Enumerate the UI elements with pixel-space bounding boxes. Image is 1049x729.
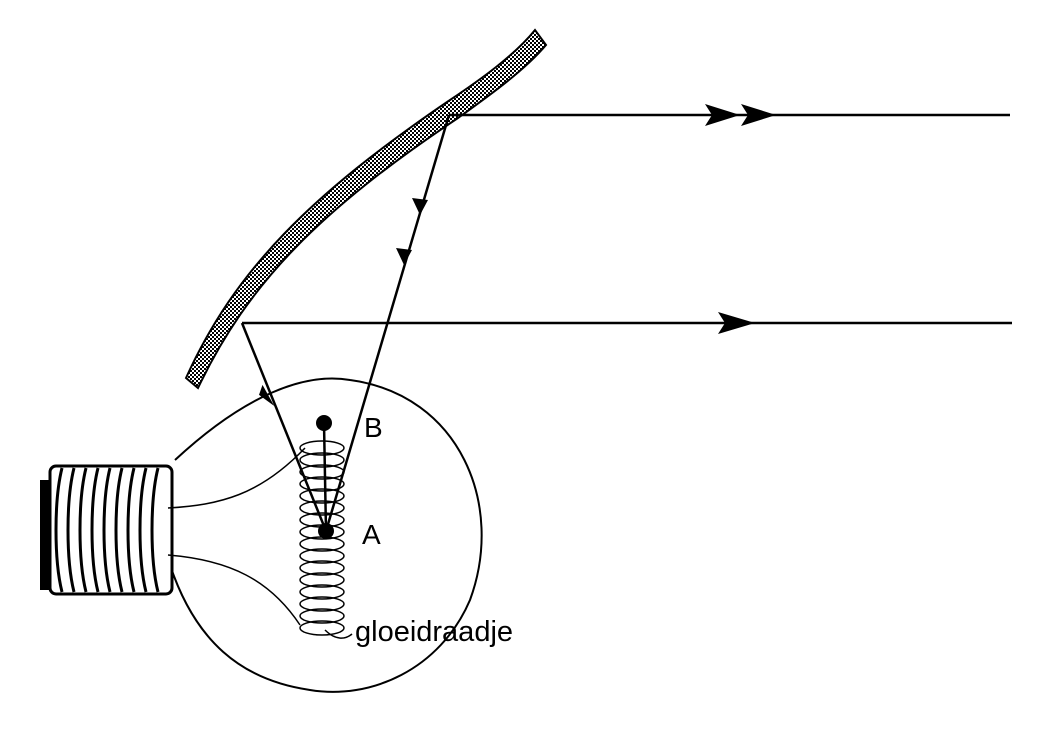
- arrowhead-left-ray: [259, 384, 275, 407]
- arrowhead-lower-beam: [718, 312, 755, 334]
- lower-lead-wire: [167, 554, 301, 626]
- arrowheads: [259, 104, 776, 407]
- upper-lead-wire: [167, 447, 306, 509]
- lamp-screw-base: [40, 464, 174, 596]
- ray-a-to-mirror-left: [240, 322, 328, 532]
- bulb-glass: [169, 377, 483, 693]
- reflector-mirror: [184, 28, 548, 390]
- label-filament: gloeidraadje: [355, 616, 514, 648]
- ray-b-to-a: [322, 422, 328, 532]
- filament-pointer: [324, 629, 353, 639]
- arrowhead-right-ray-upper: [412, 198, 428, 215]
- arrowhead-upper-beam-2: [741, 104, 776, 126]
- arrowhead-right-ray-lower: [396, 248, 412, 265]
- filament-coil: [299, 440, 345, 636]
- point-a: [318, 523, 334, 539]
- label-point-b: B: [364, 412, 383, 443]
- label-point-a: A: [362, 519, 381, 550]
- point-b: [316, 415, 332, 431]
- arrowhead-upper-beam-1: [705, 104, 740, 126]
